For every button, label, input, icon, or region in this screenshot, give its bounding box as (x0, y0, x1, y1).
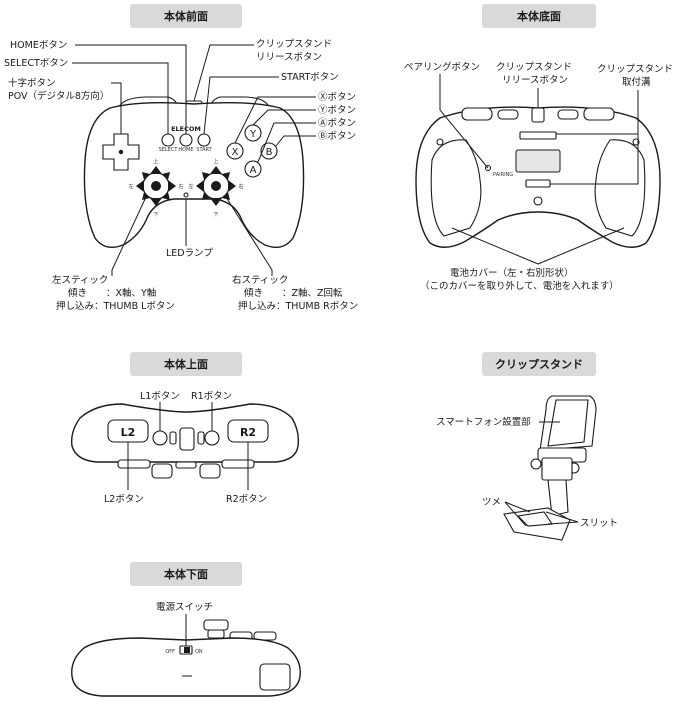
home-button-shape (179, 133, 193, 147)
svg-text:X: X (232, 147, 239, 158)
clip-groove-bottom (525, 179, 551, 188)
label-rear-clip-release-1: クリップスタンド (496, 62, 572, 73)
label-l1-button: L1ボタン (140, 391, 180, 402)
header-bottom: 本体底面 (482, 4, 596, 28)
label-left-stick-press: 押し込み：THUMB Lボタン (56, 300, 175, 312)
led-lamp-dot (183, 192, 189, 198)
label-right-stick-press: 押し込み：THUMB Rボタン (238, 300, 358, 312)
header-clip: クリップスタンド (482, 352, 596, 376)
label-start-button: STARTボタン (281, 72, 339, 83)
header-front: 本体前面 (130, 4, 242, 28)
svg-text:B: B (266, 147, 273, 158)
svg-text:Y: Y (249, 129, 257, 140)
svg-text:下: 下 (213, 212, 218, 218)
label-battery-cover-1: 電池カバー（左・右別形状） (450, 267, 574, 279)
label-battery-cover-2: （このカバーを取り外して、電池を入れます） (420, 280, 619, 292)
svg-text:右: 右 (178, 183, 183, 190)
battery-cover-right (594, 139, 646, 237)
label-select-button: SELECTボタン (4, 58, 68, 69)
svg-text:左: 左 (128, 183, 133, 190)
label-r2-button: R2ボタン (226, 494, 267, 505)
label-left-stick: 左スティック (52, 274, 108, 286)
label-left-stick-tilt: 傾き ：X軸、Y軸 (68, 287, 156, 299)
label-l2-button: L2ボタン (104, 494, 144, 505)
svg-text:右: 右 (238, 183, 243, 190)
svg-text:HOME: HOME (178, 147, 193, 153)
svg-text:本体底面: 本体底面 (517, 9, 561, 23)
battery-cover-left (430, 139, 482, 237)
top-leader-lines (127, 402, 249, 490)
svg-text:本体上面: 本体上面 (164, 357, 208, 371)
svg-text:本体下面: 本体下面 (164, 567, 208, 581)
l1-button-shape (152, 430, 168, 446)
svg-text:左: 左 (188, 183, 193, 190)
header-underside: 本体下面 (130, 562, 242, 586)
svg-text:上: 上 (213, 158, 218, 165)
front-leader-lines (72, 44, 316, 276)
svg-text:下: 下 (153, 212, 158, 218)
label-b-button: Ⓑボタン (318, 131, 356, 142)
label-x-button: Ⓧボタン (318, 92, 356, 103)
svg-text:SELECT: SELECT (159, 147, 179, 153)
face-buttons: Y X B A (226, 124, 278, 178)
front-view: SELECT HOME START ELECOM Y X B A 上 (4, 39, 358, 312)
rear-view: PAIRING ペアリングボタン クリップスタンド リリースボタン クリップスタ… (404, 61, 673, 292)
right-stick: 上 下 左 右 (188, 158, 243, 218)
label-clip-release-2: リリースボタン (256, 52, 322, 63)
header-top: 本体上面 (130, 352, 242, 376)
svg-text:クリップスタンド: クリップスタンド (495, 357, 583, 371)
rear-clip-release-button (531, 107, 545, 123)
select-button-shape (161, 133, 175, 147)
svg-text:R2: R2 (240, 426, 256, 439)
underside-view: OFF ON 電源スイッチ (71, 602, 301, 697)
label-claw: ツメ (482, 497, 501, 508)
label-home-button: HOMEボタン (10, 40, 67, 51)
label-r1-button: R1ボタン (191, 391, 232, 402)
svg-text:PAIRING: PAIRING (493, 172, 513, 178)
r1-button-shape (204, 430, 220, 446)
svg-text:L2: L2 (121, 426, 136, 439)
label-clip-groove-1: クリップスタンド (597, 64, 673, 75)
label-slit: スリット (580, 518, 618, 529)
label-power-switch: 電源スイッチ (156, 602, 213, 613)
svg-text:A: A (250, 165, 257, 176)
svg-text:上: 上 (153, 158, 158, 165)
top-view: L2 R2 L1ボタン R1ボタン L2ボタン R2ボタン (70, 391, 300, 505)
label-clip-release-1: クリップスタンド (256, 39, 332, 50)
underside-controller-body (71, 637, 301, 697)
left-stick: 上 下 左 右 (128, 158, 183, 218)
clip-stand-view: スマートフォン設置部 ツメ スリット (436, 395, 618, 541)
label-phone-mount: スマートフォン設置部 (436, 416, 531, 428)
label-right-stick: 右スティック (232, 274, 288, 286)
clip-groove-top (519, 131, 557, 140)
svg-text:START: START (196, 147, 212, 153)
label-pairing-button: ペアリングボタン (404, 61, 480, 73)
label-pov: POV（デジタル8方向） (8, 90, 109, 102)
label-a-button: Ⓐボタン (318, 118, 356, 129)
svg-text:ON: ON (195, 649, 203, 655)
label-dpad-button: 十字ボタン (8, 77, 56, 89)
rear-leader-lines (439, 74, 639, 265)
clip-leader-lines (504, 421, 579, 527)
dpad (102, 133, 140, 171)
label-clip-groove-2: 取付溝 (622, 76, 651, 88)
label-right-stick-tilt: 傾き ：Z軸、Z回転 (244, 287, 343, 299)
svg-text:本体前面: 本体前面 (164, 9, 208, 23)
label-y-button: Ⓨボタン (318, 105, 356, 116)
svg-text:OFF: OFF (165, 649, 175, 655)
label-led-lamp: LEDランプ (166, 248, 213, 259)
start-button-shape (197, 133, 211, 147)
label-rear-clip-release-2: リリースボタン (502, 75, 568, 86)
